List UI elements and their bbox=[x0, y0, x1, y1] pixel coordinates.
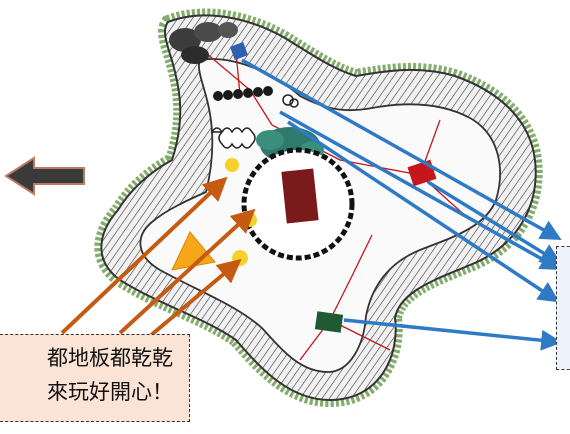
scalloped-bench bbox=[210, 127, 256, 149]
orange-arrows bbox=[60, 176, 256, 338]
note-line-2: 來玩好開心！ bbox=[47, 380, 173, 404]
rock-cluster bbox=[169, 22, 248, 64]
swirl-icon bbox=[282, 94, 299, 108]
note-line-1: 都地板都乾乾 bbox=[47, 346, 173, 370]
note-callout: 都地板都乾乾 來玩好開心！ bbox=[0, 334, 190, 422]
side-callout bbox=[556, 246, 570, 370]
blue-arrows bbox=[241, 58, 563, 351]
circular-plaza bbox=[241, 147, 355, 261]
bead-chain bbox=[213, 86, 273, 101]
green-zone-marker bbox=[314, 311, 344, 333]
left-arrow-icon[interactable] bbox=[4, 156, 85, 196]
